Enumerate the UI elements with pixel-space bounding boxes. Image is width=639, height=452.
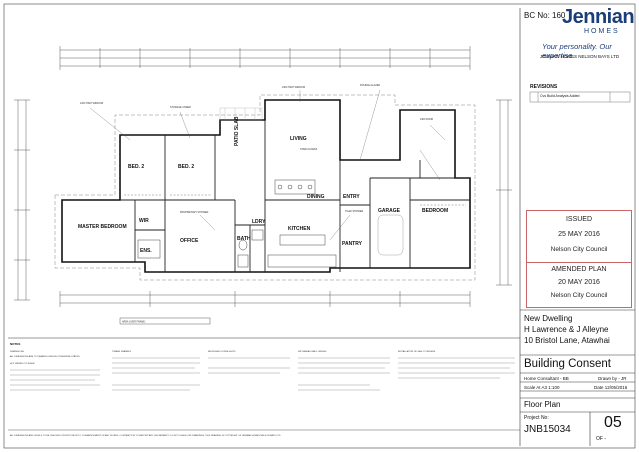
brand-logo: Jennian [562, 6, 635, 28]
brand-sub: HOMES [584, 28, 620, 35]
left-dimension-lines [14, 99, 30, 301]
room-label-wir: WIR [139, 218, 149, 224]
brand-tagline: Your personality. Our expertise. [542, 42, 612, 60]
project-no: JNB15034 [524, 424, 571, 435]
project-date: Date 12/05/2016 [594, 385, 628, 390]
annotation-leaders [89, 89, 446, 241]
room-label-bed2b: BED. 2 [178, 164, 194, 170]
sheet-border [3, 3, 636, 449]
area-label: AREA OVER FRAME: [122, 321, 146, 324]
notes-col1-1: DIMENSIONS [10, 351, 24, 353]
notes-heading-wet-areas: WET AREAS WALL LININGS [298, 350, 327, 353]
issued-stamp-date: 25 MAY 2016 [558, 231, 600, 239]
sheet-number: 05 [604, 414, 622, 431]
notes-heading-downlights: RECESSED DOWNLIGHTS [208, 351, 236, 353]
issued-stamp-title: ISSUED [565, 216, 593, 223]
sheet-title: Floor Plan [524, 400, 561, 409]
room-label-bed2a: BED. 2 [128, 164, 144, 170]
project-consultant: Home Consultant - BB [524, 376, 569, 381]
notes-body-lines [10, 357, 515, 391]
svg-text:PROPRIETARY SHOWER: PROPRIETARY SHOWER [180, 211, 209, 214]
amended-stamp: AMENDED PLAN 20 MAY 2016 Nelson City Cou… [526, 262, 632, 308]
amended-stamp-date: 20 MAY 2016 [558, 279, 600, 287]
revisions-row: Cvs Build Analysis Added [540, 94, 580, 98]
right-dimension-lines [496, 99, 512, 286]
amended-stamp-title: AMENDED PLAN [551, 266, 607, 273]
project-stage: Building Consent [524, 358, 611, 370]
project-drawn-by: Drawn by - JR [598, 376, 627, 381]
room-label-bath: BATH [237, 236, 251, 242]
notes-title: NOTES [10, 342, 20, 346]
project-no-label: Project No: [524, 415, 549, 421]
garage-car-outline [377, 214, 404, 256]
room-label-living: LIVING [290, 136, 307, 142]
notes-col1-2: ALL DIMENSIONS ARE TO FRAMING UNLESS OTH… [10, 355, 81, 358]
notes-col1-3: HOT WATER CYLINDER [10, 362, 35, 365]
svg-text:DOUBLE GLAZED: DOUBLE GLAZED [360, 84, 380, 87]
issued-stamp-council: Nelson City Council [550, 245, 608, 253]
room-label-kitchen: KITCHEN [288, 226, 311, 232]
inner-walls [120, 120, 470, 272]
room-label-ldry: LDRY [252, 219, 266, 225]
project-client: H Lawrence & J Alleyne [524, 325, 609, 334]
svg-text:2400 HIGH WINDOW: 2400 HIGH WINDOW [282, 86, 306, 89]
footer-note: ALL DIMENSIONS AND LEVELS TO BE CHECKED … [10, 434, 281, 437]
notes-heading-gas: INSTALLATION OF GAS CYLINDERS [398, 350, 436, 353]
svg-text:STORAGE UNDER: STORAGE UNDER [170, 106, 191, 109]
room-label-patio: PATIO SLAB [234, 116, 240, 146]
title-block-frame [519, 8, 635, 446]
svg-text:1200 HIGH WINDOW: 1200 HIGH WINDOW [80, 102, 104, 105]
project-name: New Dwelling [524, 314, 573, 323]
patio-slab [219, 107, 263, 121]
area-box [119, 317, 211, 325]
project-scale: Scale At A3 1:100 [524, 385, 560, 390]
notes-heading-timber: TIMBER FRAMING [112, 350, 131, 353]
svg-text:STAIR ACCESS: STAIR ACCESS [300, 148, 318, 151]
bottom-dimension-lines [59, 291, 471, 307]
room-labels: BED. 2 BED. 2 MASTER BEDROOM WIR ENS. OF… [78, 116, 448, 254]
room-label-bedroom: BEDROOM [422, 208, 448, 214]
room-label-entry: ENTRY [343, 194, 360, 200]
svg-text:TILED SHOWER: TILED SHOWER [345, 210, 363, 213]
room-label-dining: DINING [307, 194, 325, 200]
room-label-office: OFFICE [180, 238, 199, 244]
outer-walls [61, 99, 471, 273]
annotation-texts: 1200 HIGH WINDOW STORAGE UNDER 2400 HIGH… [80, 84, 433, 214]
bathroom-fixtures [137, 229, 264, 268]
issued-stamp: ISSUED 25 MAY 2016 Nelson City Council [526, 210, 632, 264]
amended-stamp-council: Nelson City Council [550, 291, 608, 299]
room-label-master: MASTER BEDROOM [78, 224, 127, 230]
svg-text:2400 DOOR: 2400 DOOR [420, 118, 433, 121]
revisions-table [529, 91, 631, 103]
sheet-of-label: OF - [596, 436, 606, 442]
revisions-title: REVISIONS [530, 84, 558, 90]
company-name: JENNIAN HOMES NELSON BAYS LTD [540, 54, 620, 59]
project-address: 10 Bristol Lane, Atawhai [524, 336, 610, 345]
room-label-garage: GARAGE [378, 208, 401, 214]
kitchen-fixtures [267, 179, 337, 268]
eaves-line [54, 94, 476, 281]
room-label-pantry: PANTRY [342, 241, 363, 247]
top-dimension-lines [59, 46, 471, 70]
bc-number: BC No: 160 [524, 11, 566, 20]
wardrobes [124, 194, 466, 206]
room-label-ens: ENS. [140, 248, 152, 254]
